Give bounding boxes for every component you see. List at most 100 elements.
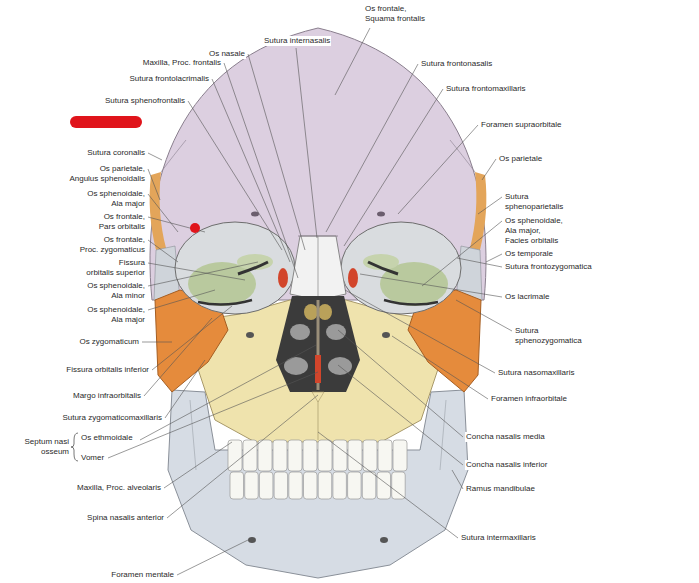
part-label: Foramen infraorbitale (490, 394, 568, 404)
leader-line (452, 470, 463, 489)
part-label: Os sphenoidale, Ala major, Facies orbita… (504, 216, 564, 246)
part-label: Os zygomaticum (78, 337, 140, 347)
tooth (273, 440, 287, 471)
leader-line (164, 442, 232, 488)
leader-line (142, 342, 172, 343)
tooth (333, 472, 347, 499)
tooth (393, 440, 407, 471)
tooth (363, 440, 377, 471)
part-label: Sutura coronalis (86, 148, 146, 158)
part-label: Sutura sphenoparietalis (504, 192, 564, 212)
part-label: Os sphenoidale, Ala minor (86, 281, 146, 301)
part-label: Maxilla, Proc. alveolaris (76, 483, 162, 493)
leader-line (148, 290, 215, 310)
leader-line (188, 101, 282, 250)
parietal-bone (150, 172, 166, 250)
part-label: Sutura frontolacrimalis (128, 74, 210, 84)
tooth (318, 440, 332, 471)
leader-line (422, 221, 502, 286)
part-label: Sutura frontozygomatica (504, 262, 593, 272)
leader-line (318, 432, 458, 538)
nasal-bone (290, 236, 346, 300)
part-label: Os parietale (498, 154, 543, 164)
skull-shape (284, 357, 308, 375)
part-label: Concha nasalis media (465, 432, 546, 442)
part-label: Os sphenoidale, Ala major (86, 305, 146, 325)
leader-line (152, 306, 232, 370)
foramen (377, 212, 385, 217)
leader-line (224, 63, 298, 278)
part-label: Os frontale, Squama frontalis (364, 4, 426, 24)
skull-shape (290, 324, 310, 340)
tooth (362, 472, 376, 499)
skull-shape (195, 300, 441, 442)
skull-shape (290, 236, 346, 300)
leader-line (248, 54, 305, 250)
leader-line (338, 365, 463, 465)
part-label: Foramen supraorbitale (480, 120, 562, 130)
skull-shape (328, 357, 352, 375)
skull-shape (238, 262, 268, 274)
brace (71, 433, 78, 461)
skull-shape (382, 332, 390, 338)
part-label: Os frontale, Pars orbitalis (98, 212, 146, 232)
tooth (304, 472, 318, 499)
part-label: Margo infraorbitalis (72, 391, 142, 401)
leader-line (335, 28, 370, 95)
part-label: Os parietale, Angulus sphenoidalis (68, 164, 146, 184)
skull-shape (175, 222, 295, 314)
tooth (378, 440, 392, 471)
part-label: Foramen mentale (110, 570, 175, 580)
part-label: Vomer (80, 453, 105, 463)
part-label: Os ethmoidale (80, 433, 134, 443)
skull-shape (246, 332, 254, 338)
part-label: Ramus mandibulae (465, 484, 536, 494)
skull-shape (318, 304, 332, 320)
leader-line (148, 262, 258, 286)
leader-line (148, 194, 178, 232)
leader-line (456, 300, 512, 331)
skull-shape (304, 304, 318, 320)
leader-line (478, 197, 502, 214)
skull-shape (348, 268, 358, 288)
tooth (230, 472, 244, 499)
tooth (289, 472, 303, 499)
teeth (228, 440, 407, 499)
part-label: Os frontale, Proc. zygomaticus (79, 235, 146, 255)
part-label: Fissura orbitalis superior (85, 258, 146, 278)
part-label: Sutura sphenozygomatica (514, 326, 583, 346)
skull-shape (278, 268, 288, 288)
skull-shape (326, 324, 346, 340)
leader-line (148, 240, 178, 262)
tooth (392, 472, 406, 499)
tooth (259, 472, 273, 499)
leader-line (148, 263, 245, 280)
suture-line (450, 140, 475, 172)
leader-line (177, 540, 248, 575)
leader-line (338, 330, 463, 437)
leader-line (167, 395, 318, 518)
tooth (245, 472, 259, 499)
tooth (318, 472, 332, 499)
skull-shape (248, 537, 256, 543)
part-label: Sutura frontonasalis (420, 59, 493, 69)
skull-shape (380, 537, 388, 543)
foramen (251, 212, 259, 217)
part-label: Sutura intermaxillaris (460, 533, 537, 543)
skull-shape (341, 222, 461, 314)
skull-shape (312, 392, 324, 402)
leader-line (148, 169, 160, 200)
leader-line (360, 274, 502, 297)
skull-shape (276, 296, 360, 392)
part-label: Os temporale (504, 249, 554, 259)
leader-line (457, 258, 502, 267)
leader-line (140, 345, 316, 440)
skull-shape (315, 355, 321, 383)
tooth (348, 440, 362, 471)
leader-line (212, 79, 290, 262)
leader-line (344, 89, 443, 246)
part-label: Sutura frontomaxillaris (445, 84, 527, 94)
tooth (258, 440, 272, 471)
leader-line (144, 318, 212, 396)
